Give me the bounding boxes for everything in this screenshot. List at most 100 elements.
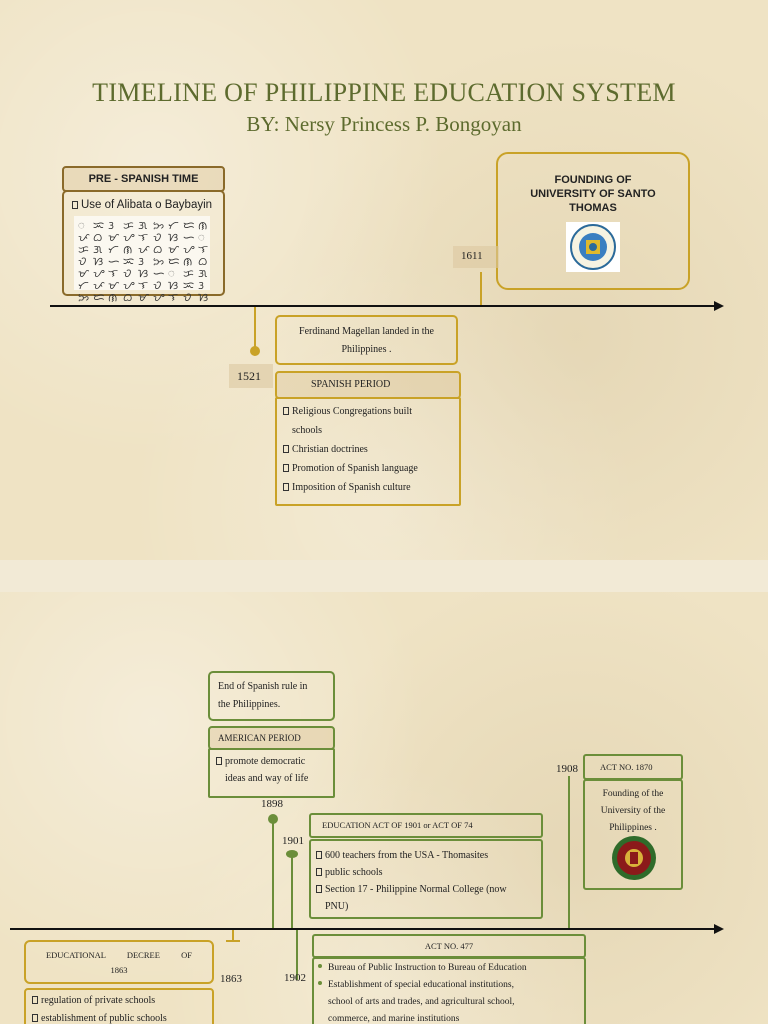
baybayin-glyph: ᜐ xyxy=(168,279,179,292)
act1870-box xyxy=(583,779,683,890)
act477-box xyxy=(312,957,586,1024)
baybayin-glyph: ᜊ xyxy=(93,231,103,244)
act74-header: EDUCATION ACT OF 1901 or ACT OF 74 xyxy=(322,820,473,830)
baybayin-glyph: ᜉ xyxy=(138,243,150,256)
pre-spanish-item: Use of Alibata o Baybayin xyxy=(72,196,212,215)
act74-list: 600 teachers from the USA - Thomasites p… xyxy=(316,847,507,915)
baybayin-glyph: ᜌ xyxy=(123,231,135,244)
pre-spanish-header: PRE - SPANISH TIME xyxy=(62,166,225,192)
baybayin-glyph: ᜈ xyxy=(123,243,133,256)
year-1863: 1863 xyxy=(220,973,242,985)
baybayin-glyph: ᜂ xyxy=(138,255,144,268)
year-1863-tick xyxy=(226,940,240,942)
baybayin-glyph: ᜑ xyxy=(108,255,120,268)
circle-bullet-icon xyxy=(318,981,322,985)
act1870-header: ACT NO. 1870 xyxy=(600,762,653,772)
list-item: Religious Congregations built xyxy=(283,402,418,421)
timeline-arrow-icon xyxy=(714,924,724,934)
timeline-arrow-icon xyxy=(714,301,724,311)
slide-1: TIMELINE OF PHILIPPINE EDUCATION SYSTEM … xyxy=(0,0,768,560)
up-seal-icon xyxy=(611,835,657,881)
act477-header: ACT NO. 477 xyxy=(424,941,474,951)
baybayin-glyph: ᜐ xyxy=(198,291,209,304)
baybayin-glyph: ᜆ xyxy=(78,279,89,292)
baybayin-glyph: ᜊ xyxy=(198,255,208,268)
baybayin-glyph: ᜏ xyxy=(183,291,192,304)
act74-box xyxy=(309,839,543,919)
baybayin-glyph: ᜄ xyxy=(138,219,148,232)
bullet-icon xyxy=(72,201,78,209)
year-1901-dot xyxy=(286,850,298,858)
end-spanish-text: End of Spanish rule in the Philippines. xyxy=(218,681,308,710)
magellan-connector xyxy=(254,307,256,352)
bullet-icon xyxy=(316,885,322,893)
decree1863-header-box xyxy=(24,940,214,984)
baybayin-glyph: ᜈ xyxy=(108,291,118,304)
baybayin-glyph: ᜎ xyxy=(138,231,149,244)
list-item: schools xyxy=(292,425,322,436)
slide-2: End of Spanish rule in the Philippines. … xyxy=(0,592,768,1024)
baybayin-glyph: ᜋ xyxy=(168,243,180,256)
baybayin-glyph: ᜈ xyxy=(183,255,193,268)
slide-gap xyxy=(0,560,768,592)
magellan-year: 1521 xyxy=(229,364,273,388)
bullet-icon xyxy=(32,996,38,1004)
baybayin-glyph: ᜊ xyxy=(123,291,133,304)
baybayin-glyph: ᜅ xyxy=(153,255,165,268)
baybayin-glyph: ᜅ xyxy=(153,219,165,232)
baybayin-glyph: ᜃ xyxy=(78,243,89,256)
act1870-text: Founding of the University of the Philip… xyxy=(600,789,666,833)
baybayin-glyph: ᜏ xyxy=(78,255,87,268)
american-period-list: promote democratic ideas and way of life xyxy=(216,753,308,787)
circle-bullet-icon xyxy=(318,964,322,968)
list-item: Christian doctrines xyxy=(283,440,418,459)
baybayin-glyph: ᜀ xyxy=(198,230,205,243)
baybayin-glyph: ᜌ xyxy=(93,267,105,280)
list-item: Imposition of Spanish culture xyxy=(283,478,418,497)
baybayin-glyph: ᜏ xyxy=(153,279,162,292)
baybayin-glyph: ᜎ xyxy=(138,279,149,292)
year-1863-connector xyxy=(232,930,234,942)
bullet-icon xyxy=(32,1014,38,1022)
decree1863-box xyxy=(24,988,214,1024)
baybayin-glyph: ᜐ xyxy=(138,267,149,280)
ust-seal-icon xyxy=(566,222,620,272)
baybayin-glyph: ᜎ xyxy=(168,291,179,304)
year-1898: 1898 xyxy=(261,798,283,810)
baybayin-glyph: ᜁ xyxy=(183,279,195,292)
timeline-line xyxy=(10,928,718,930)
baybayin-glyph: ᜌ xyxy=(123,279,135,292)
baybayin-glyph: ᜋ xyxy=(108,279,120,292)
spanish-period-list: Religious Congregations built schools Ch… xyxy=(283,402,418,497)
ust-connector xyxy=(480,272,482,305)
baybayin-glyph: ᜇ xyxy=(183,219,195,232)
baybayin-glyph: ᜀ xyxy=(78,218,85,231)
spanish-period-box xyxy=(275,397,461,506)
baybayin-glyph: ᜊ xyxy=(153,243,163,256)
baybayin-glyph: ᜂ xyxy=(108,219,114,232)
year-1898-connector xyxy=(272,820,274,928)
baybayin-glyph: ᜆ xyxy=(168,219,179,232)
baybayin-glyph: ᜃ xyxy=(183,267,194,280)
baybayin-glyph: ᜈ xyxy=(198,219,208,232)
magellan-box xyxy=(275,315,458,365)
bullet-icon xyxy=(216,757,222,765)
baybayin-glyph: ᜐ xyxy=(93,255,104,268)
ust-title: FOUNDING OF UNIVERSITY OF SANTO THOMAS xyxy=(530,174,656,214)
page-subtitle: BY: Nersy Princess P. Bongoyan xyxy=(246,112,522,136)
baybayin-glyph: ᜄ xyxy=(198,267,208,280)
year-1908: 1908 xyxy=(556,763,578,775)
decree1863-list: regulation of private schools establishm… xyxy=(32,992,167,1024)
baybayin-glyph: ᜁ xyxy=(93,219,105,232)
baybayin-glyph: ᜐ xyxy=(168,231,179,244)
bullet-icon xyxy=(283,464,289,472)
decree1863-header: EDUCATIONAL DECREE OF 1863 xyxy=(45,950,193,975)
american-period-box xyxy=(208,748,335,798)
baybayin-glyph: ᜎ xyxy=(108,267,119,280)
bullet-icon xyxy=(283,407,289,415)
baybayin-glyph: ᜃ xyxy=(123,219,134,232)
baybayin-glyph: ᜌ xyxy=(153,291,165,304)
ust-year: 1611 xyxy=(453,246,499,268)
bullet-icon xyxy=(316,868,322,876)
